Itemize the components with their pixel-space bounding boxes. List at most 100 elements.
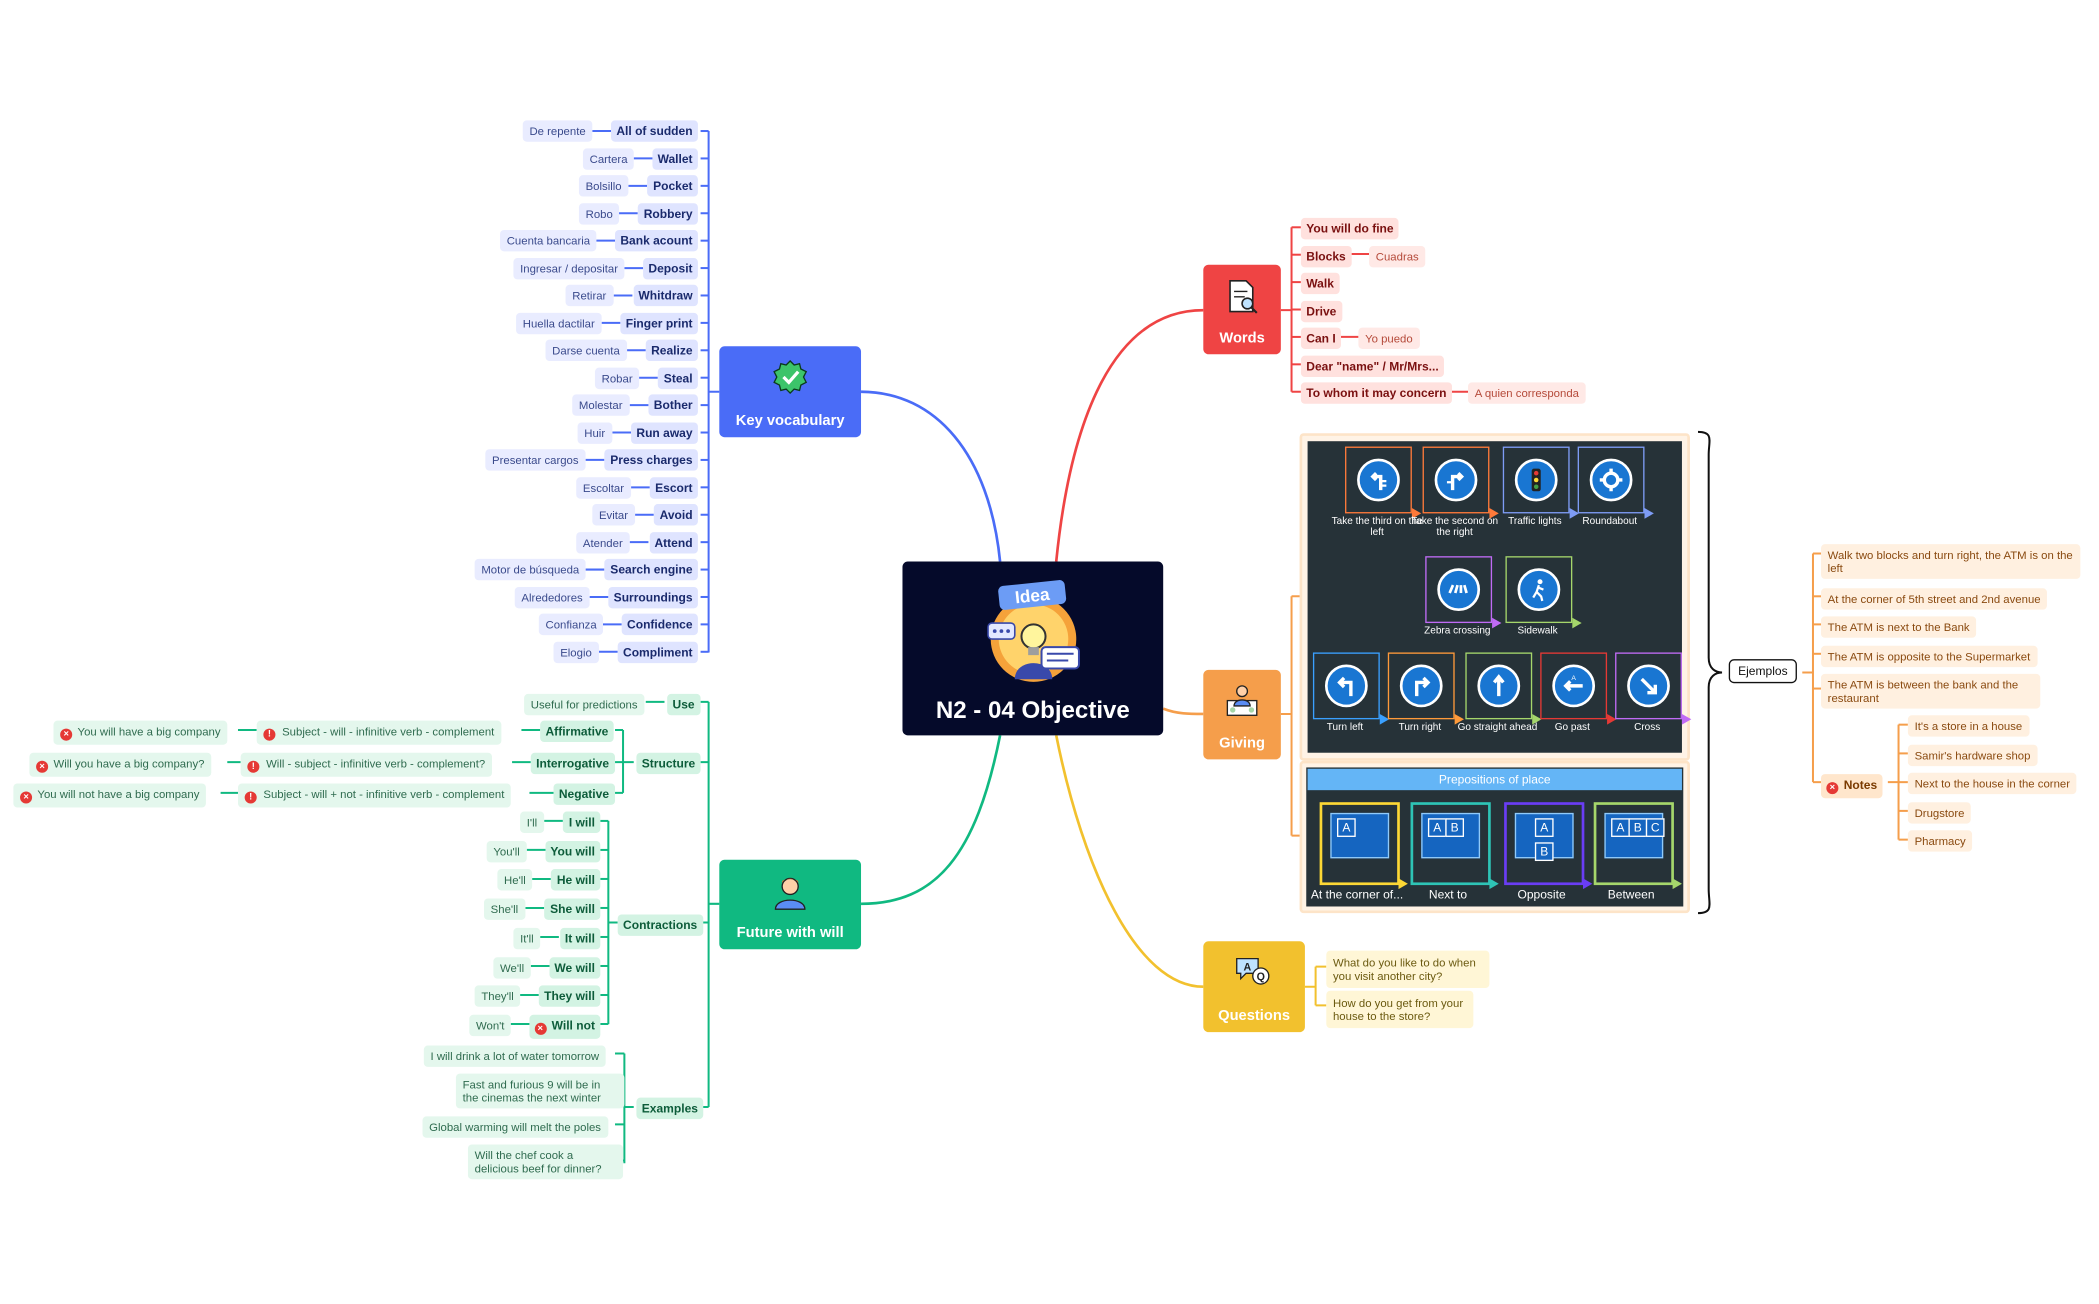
- topic-future-with-will[interactable]: Future with will: [719, 859, 862, 950]
- word-term[interactable]: You will do fine: [1300, 217, 1399, 240]
- vocab-translation: Molestar: [572, 394, 630, 416]
- topic-questions[interactable]: A Q Questions: [1203, 941, 1305, 1033]
- vocab-translation: Huir: [577, 421, 612, 444]
- structure-formula-text: Will - subject - infinitive verb - compl…: [266, 756, 486, 771]
- structure-label[interactable]: Structure: [636, 752, 701, 775]
- contraction-short: It'll: [513, 927, 541, 949]
- ejemplos-node[interactable]: Ejemplos: [1728, 659, 1797, 684]
- direction-sign: [1577, 446, 1654, 519]
- pedestrian-icon: [1532, 579, 1544, 602]
- sign-circle: [1437, 568, 1481, 612]
- vocab-term[interactable]: Escort: [649, 476, 698, 499]
- contraction-full[interactable]: It will: [559, 927, 601, 949]
- contraction-short: They'll: [474, 985, 521, 1008]
- preposition-arrow-marker: [1672, 878, 1682, 890]
- vocab-term[interactable]: Pocket: [647, 175, 698, 197]
- vocab-term[interactable]: All of sudden: [611, 120, 698, 142]
- turn-right-icon: [1415, 676, 1431, 697]
- contraction-full[interactable]: You will: [545, 840, 601, 862]
- word-translation: Cuadras: [1369, 245, 1426, 267]
- vocab-translation: Alrededores: [514, 586, 590, 608]
- vocab-term[interactable]: Bother: [648, 394, 698, 416]
- cross-arrow-icon: [1640, 677, 1658, 695]
- vocab-term[interactable]: Attend: [649, 531, 698, 553]
- warning-icon: !: [263, 728, 276, 741]
- word-term[interactable]: Walk: [1300, 272, 1340, 295]
- vocab-term[interactable]: Surroundings: [608, 586, 698, 608]
- contraction-full-text: We will: [554, 960, 595, 975]
- contraction-full[interactable]: They will: [538, 985, 601, 1008]
- central-topic[interactable]: Idea N2 - 04 Objective: [902, 561, 1164, 736]
- preposition-letter: C: [1645, 818, 1665, 837]
- structure-type[interactable]: Affirmative: [540, 720, 614, 743]
- structure-example-text: You will not have a big company: [37, 787, 200, 801]
- vocab-term[interactable]: Search engine: [604, 558, 698, 581]
- use-label[interactable]: Use: [667, 693, 700, 716]
- contraction-full[interactable]: He will: [551, 869, 601, 891]
- word-term[interactable]: To whom it may concern: [1300, 382, 1452, 404]
- vocab-term[interactable]: Compliment: [617, 641, 698, 663]
- contraction-full[interactable]: She will: [544, 898, 601, 920]
- vocab-term[interactable]: Robbery: [638, 202, 698, 224]
- sign-caption: Roundabout: [1582, 514, 1638, 527]
- word-translation: Yo puedo: [1358, 327, 1420, 349]
- cross-circle-icon: ×: [36, 760, 49, 773]
- contraction-full[interactable]: We will: [549, 956, 601, 979]
- vocab-term[interactable]: Bank acount: [614, 229, 698, 252]
- vocab-term[interactable]: Whitdraw: [633, 284, 698, 307]
- question-item: What do you like to do when you visit an…: [1326, 950, 1490, 989]
- vocab-term[interactable]: Confidence: [621, 613, 698, 636]
- sign-caption: Go straight ahead: [1457, 720, 1538, 733]
- topic-key-vocabulary[interactable]: Key vocabulary: [719, 346, 862, 438]
- vocab-term[interactable]: Run away: [631, 421, 698, 444]
- sign-arrow-marker: [1379, 713, 1390, 725]
- structure-formula: !Will - subject - infinitive verb - comp…: [240, 752, 492, 777]
- examples-label[interactable]: Examples: [636, 1097, 704, 1120]
- note-item: Samir's hardware shop: [1907, 744, 2038, 766]
- cross-circle-icon: ×: [20, 791, 33, 804]
- vocab-term[interactable]: Deposit: [643, 257, 698, 279]
- sign-arrow-marker: [1607, 713, 1617, 725]
- topic-giving[interactable]: Giving: [1203, 669, 1281, 760]
- structure-type[interactable]: Negative: [553, 783, 615, 805]
- contraction-full[interactable]: I will: [563, 811, 601, 833]
- word-term[interactable]: Blocks: [1300, 245, 1352, 267]
- preposition-caption: Between: [1607, 887, 1655, 902]
- vocab-term[interactable]: Realize: [645, 339, 698, 361]
- vocab-term[interactable]: Finger print: [620, 312, 698, 334]
- topic-words[interactable]: Words: [1203, 264, 1281, 355]
- contraction-full[interactable]: ×Will not: [528, 1014, 601, 1039]
- preposition-arrow-marker: [1583, 878, 1593, 890]
- vocab-translation: De repente: [522, 120, 593, 142]
- vocab-term[interactable]: Steal: [658, 367, 698, 389]
- cross-circle-icon: ×: [534, 1022, 547, 1035]
- contractions-label[interactable]: Contractions: [617, 914, 703, 936]
- notes-node[interactable]: ×Notes: [1820, 774, 1883, 799]
- sign-arrow-marker: [1454, 713, 1465, 725]
- word-term[interactable]: Drive: [1300, 300, 1342, 322]
- straight-arrow-icon: [1492, 674, 1505, 697]
- vocab-term[interactable]: Press charges: [604, 449, 698, 471]
- cross-circle-icon: ×: [60, 728, 73, 741]
- vocab-term[interactable]: Avoid: [654, 504, 698, 526]
- word-term[interactable]: Can I: [1300, 327, 1342, 349]
- structure-type[interactable]: Interrogative: [530, 752, 615, 775]
- vocab-translation: Huella dactilar: [516, 312, 602, 334]
- vocab-translation: Evitar: [592, 504, 635, 526]
- vocab-translation: Robar: [594, 367, 640, 389]
- note-item: Next to the house in the corner: [1907, 772, 2077, 795]
- word-translation: A quien corresponda: [1468, 382, 1586, 404]
- contraction-full-text: You will: [550, 844, 595, 858]
- sign-circle: [1627, 664, 1670, 708]
- vocab-term[interactable]: Wallet: [652, 147, 698, 170]
- contraction-short: You'll: [486, 840, 527, 862]
- direction-sign: [1465, 652, 1542, 725]
- topic-questions-label: Questions: [1218, 1008, 1291, 1025]
- preposition-card: A: [1319, 802, 1408, 890]
- contraction-short: We'll: [493, 956, 531, 979]
- ejemplo-item: The ATM is opposite to the Supermarket: [1820, 645, 2037, 668]
- sign-arrow-marker: [1492, 617, 1502, 629]
- word-term[interactable]: Dear "name" / Mr/Mrs...: [1300, 354, 1445, 377]
